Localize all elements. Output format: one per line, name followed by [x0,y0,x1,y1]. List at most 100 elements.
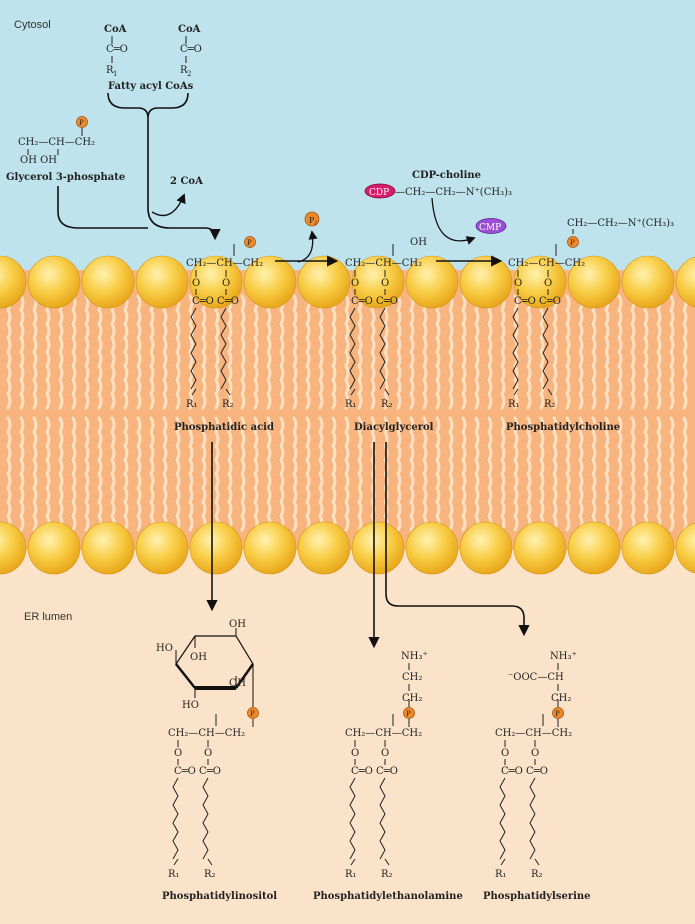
fatty-acyl-coas-label: Fatty acyl CoAs [108,81,194,92]
pe-ch2-1: CH₂ [402,672,422,683]
serine-head: NH₃⁺ ⁻OOC—CH CH₂ [508,651,577,704]
coa-release-arrow [151,193,186,217]
fatty-acid-chain [512,307,519,390]
pa-label: Phosphatidic acid [174,422,274,433]
ester-oxygen-1: O [351,278,359,289]
pc-label: Phosphatidylcholine [506,422,620,433]
cmp-release-arrow [431,197,476,245]
inositol-oh-1: OH [229,619,246,630]
r1-chain-label: R₁ [508,399,520,410]
ester-oxygen-2: O [544,278,552,289]
lipid-head-circle [189,255,243,309]
dag-hydroxyl: OH [410,237,427,248]
svg-text:CDP: CDP [369,188,389,198]
cytosol-label: Cytosol [14,19,51,31]
svg-text:P: P [570,239,575,247]
ps-nh3: NH₃⁺ [550,651,577,662]
coa-1: CoA [104,24,127,35]
r2-coa: R [180,65,188,76]
lipid-head-circle [405,255,459,309]
cdp-icon [364,183,396,199]
ps-phosphate-icon [552,707,564,719]
dag-label: Diacylglycerol [354,422,434,433]
lipid-head-circle [0,255,27,309]
er-lumen-label: ER lumen [24,611,72,623]
svg-text:i: i [315,220,317,227]
inositol-ho-2: HO [182,700,199,711]
r1-chain-label: R₁ [495,869,507,880]
fatty-acid-chain [349,777,356,860]
g3p-arrow [57,186,148,229]
carbonyl-1: C═O [106,44,128,55]
inositol-ho-1: HO [156,643,173,654]
lipid-head-circle [135,255,189,309]
r2-chain-label: R₂ [544,399,556,410]
lipid-head-circle [27,255,81,309]
glycerol-backbone: CH₂—CH—CH₂ [345,728,422,739]
ester-oxygen-1: O [174,748,182,759]
carbonyl-pair: C═O C═O [351,766,398,777]
glycerol-backbone: CH₂—CH—CH₂ [345,258,422,269]
ester-oxygen-2: O [222,278,230,289]
bilayer-bottom-heads [0,521,695,575]
pc-choline-head: CH₂—CH₂—N⁺(CH₃)₃ [567,218,674,229]
lipid-head-circle [297,521,351,575]
lipid-head-circle [0,521,27,575]
ester-oxygen-2: O [531,748,539,759]
ester-oxygen-2: O [381,278,389,289]
g3p-backbone: CH₂—CH—CH₂ [18,137,95,148]
lipid-head-circle [675,522,695,574]
r1-chain-label: R₁ [345,399,357,410]
two-coa-label: 2 CoA [170,176,203,187]
svg-text:P: P [247,239,252,247]
cdp-choline-label: CDP-choline [412,170,481,181]
glycerol-backbone: CH₂—CH—CH₂ [168,728,245,739]
ester-oxygen-1: O [501,748,509,759]
svg-text:P: P [250,710,255,718]
lipid-head-circle [351,521,405,575]
lipid-head-circle [567,521,621,575]
pc-phosphate-icon [567,236,579,248]
fatty-acid-chain [379,777,386,860]
r2-chain-label: R₂ [381,869,393,880]
lipid-head-circle [513,255,567,309]
lipid-head-circle [567,255,621,309]
pe-ch2-2: CH₂ [402,693,422,704]
ethanolamine-head: NH₃⁺ CH₂ CH₂ [401,651,428,704]
r2-chain-label: R₂ [222,399,234,410]
carbonyl-pair: C═O C═O [351,296,398,307]
g3p-label: Glycerol 3-phosphate [6,172,125,183]
ester-oxygen-1: O [351,748,359,759]
ps-cooch: ⁻OOC—CH [508,672,564,683]
lipid-head-circle [459,521,513,575]
pa-phosphate-icon [244,236,256,248]
glycerol-backbone: CH₂—CH—CH₂ [495,728,572,739]
lipid-head-circle [459,255,513,309]
r2-chain-label: R₂ [381,399,393,410]
carbonyl-pair: C═O C═O [174,766,221,777]
acyl-transfer-arrow [147,118,221,241]
ps-product-label: Phosphatidylserine [483,891,591,902]
lipid-molecules: CH₂—CH—CH₂ O O C═O C═O R₁ R₂ CH₂—CH—CH₂ O O C═O C… [168,244,585,880]
pe-phosphate-icon [403,707,415,719]
lipid-head-circle [351,255,405,309]
carbonyl-pair: C═O C═O [501,766,548,777]
carbonyl-2: C═O [180,44,202,55]
cdp-choline-tail: —CH₂—CH₂—N⁺(CH₃)₃ [395,187,512,198]
fatty-acid-chain [172,777,179,860]
bilayer-tails [6,294,688,532]
ester-oxygen-1: O [192,278,200,289]
r1-chain-label: R₁ [345,869,357,880]
lipid-head-circle [189,521,243,575]
cytosol-region [0,0,695,270]
lipid-head-circle [243,255,297,309]
r1-chain-label: R₁ [186,399,198,410]
phosphate-icon [76,116,88,128]
fatty-acid-chain [190,307,197,390]
lipid-head-circle [513,521,567,575]
